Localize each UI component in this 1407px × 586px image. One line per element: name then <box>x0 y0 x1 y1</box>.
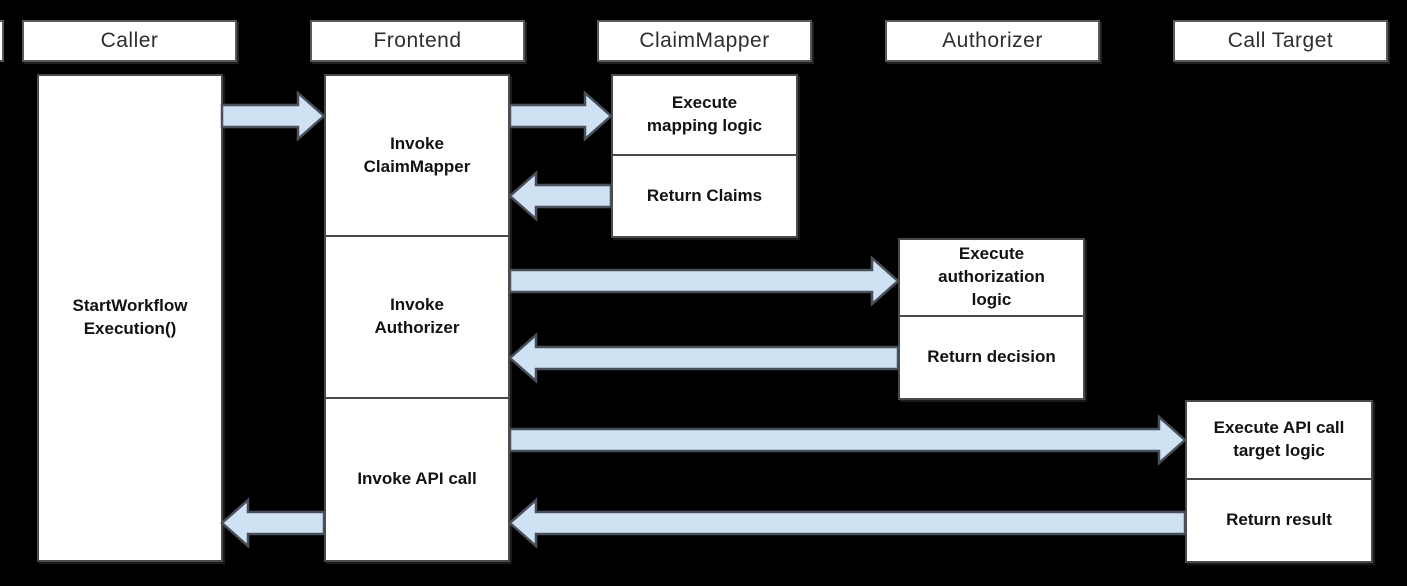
arrow-frontend-to-claimmapper <box>508 90 613 142</box>
arrow-calltarget-return-to-frontend <box>508 497 1187 549</box>
invoke-api-call-step: Invoke API call <box>326 397 508 560</box>
execute-authorization-logic-step: Execute authorization logic <box>900 240 1083 315</box>
lane-header-claimmapper-label: ClaimMapper <box>639 29 770 52</box>
lane-header-caller-label: Caller <box>100 29 159 52</box>
return-claims-label: Return Claims <box>646 185 763 205</box>
return-result-step: Return result <box>1187 478 1371 561</box>
invoke-authorizer-label: Invoke Authorizer <box>374 295 460 337</box>
arrow-frontend-return-to-caller <box>220 497 326 549</box>
caller-activation-box: StartWorkflow Execution() <box>37 74 223 562</box>
invoke-claimmapper-step: Invoke ClaimMapper <box>326 76 508 235</box>
authorizer-activation-box: Execute authorization logic Return decis… <box>898 238 1085 400</box>
start-workflow-execution-label: StartWorkflow Execution() <box>72 296 188 338</box>
execute-api-call-target-logic-label: Execute API call target logic <box>1213 418 1345 460</box>
return-decision-label: Return decision <box>927 347 1056 367</box>
start-workflow-execution-step: StartWorkflow Execution() <box>39 76 221 560</box>
arrow-caller-to-frontend <box>220 90 326 142</box>
invoke-authorizer-step: Invoke Authorizer <box>326 235 508 397</box>
lane-header-frontend-label: Frontend <box>373 29 462 52</box>
arrow-claimmapper-return-to-frontend <box>508 170 613 222</box>
lane-header-frontend: Frontend <box>310 20 525 62</box>
return-decision-step: Return decision <box>900 315 1083 398</box>
invoke-claimmapper-label: Invoke ClaimMapper <box>363 133 471 176</box>
arrow-frontend-to-authorizer <box>508 255 900 307</box>
lane-header-calltarget: Call Target <box>1173 20 1388 62</box>
return-claims-step: Return Claims <box>613 154 796 236</box>
lane-header-authorizer-label: Authorizer <box>942 29 1043 52</box>
arrow-frontend-to-calltarget <box>508 414 1187 466</box>
invoke-api-call-label: Invoke API call <box>357 469 477 489</box>
lane-header-calltarget-label: Call Target <box>1227 29 1334 52</box>
lane-header-authorizer: Authorizer <box>885 20 1100 62</box>
lane-header-claimmapper: ClaimMapper <box>597 20 812 62</box>
calltarget-activation-box: Execute API call target logic Return res… <box>1185 400 1373 563</box>
execute-authorization-logic-label: Execute authorization logic <box>938 244 1045 309</box>
claimmapper-activation-box: Execute mapping logic Return Claims <box>611 74 798 238</box>
execute-api-call-target-logic-step: Execute API call target logic <box>1187 402 1371 478</box>
frontend-activation-box: Invoke ClaimMapper Invoke Authorizer Inv… <box>324 74 510 562</box>
execute-mapping-logic-label: Execute mapping logic <box>646 93 763 135</box>
return-result-label: Return result <box>1226 510 1332 530</box>
execute-mapping-logic-step: Execute mapping logic <box>613 76 796 154</box>
cropped-box-edge <box>0 20 4 62</box>
arrow-authorizer-return-to-frontend <box>508 332 900 384</box>
lane-header-caller: Caller <box>22 20 237 62</box>
